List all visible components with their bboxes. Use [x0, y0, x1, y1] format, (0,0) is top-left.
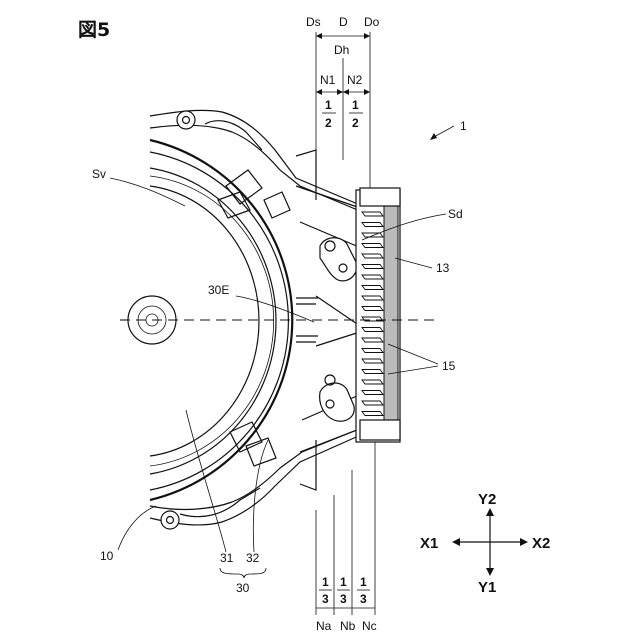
- ref-1: 1: [460, 119, 467, 133]
- axis-x1: X1: [420, 535, 438, 552]
- frac-top-2-num: 1: [352, 98, 359, 112]
- label-n2: N2: [347, 73, 363, 87]
- ref-sv: Sv: [92, 167, 106, 181]
- upper-duct-box: [296, 150, 316, 200]
- louver-blade: [362, 275, 383, 279]
- label-dh: Dh: [334, 43, 349, 57]
- louver-blade: [362, 233, 383, 237]
- axis-y2: Y2: [478, 491, 496, 508]
- louver-blade: [362, 296, 383, 300]
- frac-top-1-num: 1: [325, 98, 332, 112]
- ref-15: 15: [442, 359, 456, 373]
- louver-blade: [362, 338, 383, 342]
- louver-blade: [362, 328, 383, 332]
- axis-x2: X2: [532, 535, 550, 552]
- top-slot: [205, 121, 262, 150]
- frac-bot-1-den: 3: [322, 592, 329, 606]
- axis-y1: Y1: [478, 579, 496, 596]
- label-do: Do: [364, 15, 380, 29]
- lower-lever: [320, 383, 355, 421]
- bottom-shell-outer: [150, 430, 372, 525]
- bottom-slot: [180, 488, 260, 517]
- label-n1: N1: [320, 73, 336, 87]
- ref-10-leader: [118, 506, 156, 550]
- label-d: D: [339, 15, 348, 29]
- ref-13: 13: [436, 261, 450, 275]
- ref-30: 30: [236, 581, 250, 595]
- reference-labels: 1 Sv Sd 13 30E 15 10 31 32 30: [92, 119, 467, 595]
- label-na: Na: [316, 619, 332, 633]
- top-rib-3: [264, 192, 290, 218]
- frac-top-2-den: 2: [352, 116, 359, 130]
- label-nb: Nb: [340, 619, 356, 633]
- top-shell-inner: [150, 125, 372, 216]
- louver-blade: [362, 212, 383, 216]
- louver-blade: [362, 223, 383, 227]
- louver-blade: [362, 380, 383, 384]
- ref-30e: 30E: [208, 283, 229, 297]
- louver-blade: [362, 349, 383, 353]
- axis-indicator: Y2 Y1 X1 X2: [420, 491, 550, 596]
- housing-drawing: [150, 110, 372, 529]
- spoke-lower: [296, 336, 318, 342]
- outlet-cap-top: [360, 188, 400, 206]
- ref-sd: Sd: [448, 207, 463, 221]
- louver-blade: [362, 254, 383, 258]
- louver-blade: [362, 391, 383, 395]
- outlet-louver: [356, 188, 400, 442]
- outlet-cap-bottom: [360, 420, 400, 440]
- outlet-panel: [384, 192, 398, 440]
- ref-1-arrowhead: [430, 133, 437, 140]
- frac-bot-2-den: 3: [340, 592, 347, 606]
- figure-title: 図5: [78, 19, 110, 41]
- ref-31: 31: [220, 551, 234, 565]
- frac-bot-2-num: 1: [340, 575, 347, 589]
- ref-30-brace: [220, 568, 266, 578]
- louver-blade: [362, 370, 383, 374]
- top-mount-boss: [177, 111, 195, 129]
- ref-32-leader: [253, 440, 268, 552]
- louver-blade: [362, 359, 383, 363]
- louver-blade: [362, 412, 383, 416]
- label-nc: Nc: [362, 619, 377, 633]
- frac-bot-3-num: 1: [360, 575, 367, 589]
- spoke-upper: [296, 298, 318, 304]
- ref-31-leader: [186, 410, 226, 552]
- bottom-dimensions: 1 3 1 3 1 3 Na Nb Nc: [316, 440, 377, 633]
- bottom-mount-boss: [161, 511, 179, 529]
- louver-blade: [362, 244, 383, 248]
- louver-blade: [362, 401, 383, 405]
- ref-10: 10: [100, 549, 114, 563]
- louver-blade: [362, 265, 383, 269]
- frac-bot-3-den: 3: [360, 592, 367, 606]
- frac-bot-1-num: 1: [322, 575, 329, 589]
- top-dimensions: Ds D Do Dh N1 N2 1 2 1 2: [306, 15, 380, 190]
- label-ds: Ds: [306, 15, 321, 29]
- louver-blade: [362, 307, 383, 311]
- frac-top-1-den: 2: [325, 116, 332, 130]
- louver-blade: [362, 286, 383, 290]
- ref-32: 32: [246, 551, 260, 565]
